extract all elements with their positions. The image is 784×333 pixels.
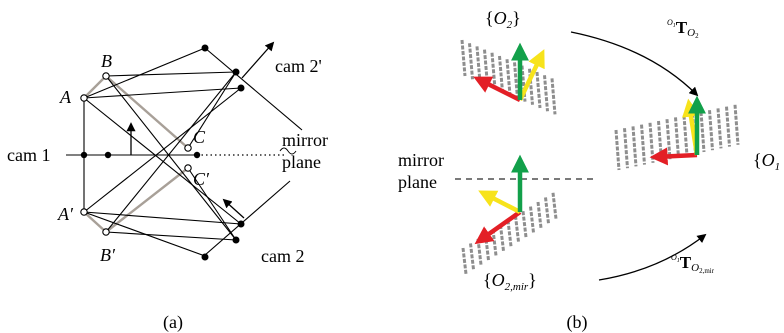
pattern-stripe xyxy=(499,224,505,252)
pattern-stripe xyxy=(484,234,490,261)
point-c-prime-label: C′ xyxy=(193,169,210,189)
axes-o2 xyxy=(473,42,545,103)
object-segments xyxy=(83,75,189,233)
pattern-stripe xyxy=(506,220,513,247)
point-b-label: B xyxy=(101,51,112,71)
pattern-stripe xyxy=(469,243,475,270)
frame-o2-label: {O2} xyxy=(485,8,521,31)
pattern-stripe xyxy=(716,108,723,149)
mirror-label-line1: mirror xyxy=(282,130,328,150)
cam2-label: cam 2 xyxy=(261,246,304,266)
pattern-stripe xyxy=(543,75,549,112)
mirror-label-b-line1: mirror xyxy=(398,150,444,170)
pattern-stripe xyxy=(505,59,512,96)
cam2p-label: cam 2' xyxy=(275,56,322,76)
pattern-o2-mir xyxy=(461,192,558,275)
pattern-stripe xyxy=(461,247,468,275)
pattern-stripe xyxy=(476,238,483,265)
cam2-direction-arrow xyxy=(222,198,245,219)
pattern-stripe xyxy=(725,106,731,147)
transform-bottom-label: O1TO2,mir xyxy=(671,253,715,275)
camera-centers xyxy=(80,44,245,261)
pattern-stripe xyxy=(498,55,504,93)
pattern-o1 xyxy=(614,104,740,171)
pattern-stripe xyxy=(665,119,672,160)
pattern-stripe xyxy=(535,71,542,109)
pattern-stripe xyxy=(682,115,689,156)
pattern-o2 xyxy=(460,39,557,115)
pattern-stripe xyxy=(623,128,629,169)
transform-arrow-bottom xyxy=(598,233,707,281)
cam2p-direction-arrow xyxy=(241,41,275,79)
caption-a: (a) xyxy=(163,312,183,333)
pattern-stripe xyxy=(491,229,498,256)
frame-o1-label: {O1 xyxy=(753,150,780,173)
pattern-stripe xyxy=(674,117,680,158)
pattern-stripe xyxy=(513,62,519,99)
pattern-stripe xyxy=(514,215,520,242)
object-points xyxy=(80,72,192,236)
panel-b-diagram: {O2} {O2,mir} {O1 mirror plane O1TO2 O1T… xyxy=(398,8,780,333)
pattern-stripe xyxy=(544,197,550,224)
mirror-label-b-line2: plane xyxy=(398,172,437,192)
pattern-stripe xyxy=(475,46,482,83)
ray-lines xyxy=(66,47,303,257)
pattern-stripe xyxy=(708,110,714,151)
pattern-stripe xyxy=(551,192,558,219)
cam1-label: cam 1 xyxy=(7,145,50,165)
transform-top-label: O1TO2 xyxy=(667,18,699,40)
pattern-stripe xyxy=(521,211,528,238)
panel-a-diagram: B A C C′ A′ B′ cam 1 cam 2' cam 2 mirror… xyxy=(7,41,328,333)
pattern-stripe xyxy=(468,43,474,80)
mirror-label-line2: plane xyxy=(282,152,321,172)
pattern-stripe xyxy=(529,206,535,233)
point-a-label: A xyxy=(59,87,72,107)
pattern-stripe xyxy=(536,201,543,229)
pattern-stripe xyxy=(460,39,467,77)
pattern-stripe xyxy=(490,52,497,89)
mirror-pointer xyxy=(279,147,297,155)
pattern-stripe xyxy=(640,124,646,165)
caption-b: (b) xyxy=(567,312,588,333)
axes-o2-mir xyxy=(474,154,529,245)
pattern-stripe xyxy=(631,126,638,167)
pattern-stripe xyxy=(648,122,655,163)
pattern-stripe xyxy=(614,129,621,171)
transform-arrow-top xyxy=(570,31,699,97)
frame-o2-mir-label: {O2,mir} xyxy=(483,270,537,293)
pattern-stripe xyxy=(550,78,557,115)
axes-o1 xyxy=(649,95,706,166)
point-a-prime-label: A′ xyxy=(57,204,74,224)
pattern-stripe xyxy=(699,111,706,153)
point-b-prime-label: B′ xyxy=(100,245,116,265)
point-c-label: C xyxy=(193,127,206,147)
pattern-stripe xyxy=(733,104,740,145)
